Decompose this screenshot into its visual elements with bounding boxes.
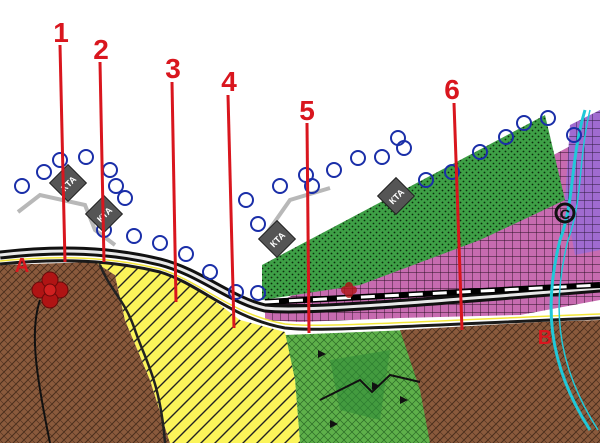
marker-label-2: 2 — [93, 34, 109, 65]
circle-ring-icon — [540, 110, 556, 126]
circle-ring-icon — [228, 284, 244, 300]
marker-label-1: 1 — [53, 17, 69, 48]
stream-line — [98, 264, 167, 443]
circle-ring-icon — [390, 130, 406, 146]
marker-line-6 — [452, 102, 464, 331]
circle-ring-icon — [78, 149, 94, 165]
circle-ring-icon — [350, 150, 366, 166]
zone-brown-right — [400, 320, 600, 443]
circle-ring-icon — [472, 144, 488, 160]
point-c-circle — [554, 202, 576, 224]
circle-ring-icon — [566, 127, 582, 143]
circle-ring-icon — [202, 264, 218, 280]
river — [549, 109, 592, 431]
road-edge-yellow — [0, 256, 600, 327]
marker-label-6: 6 — [444, 74, 460, 105]
marker-label-4: 4 — [221, 66, 237, 97]
circle-ring-icon — [326, 162, 342, 178]
marker-line-4 — [226, 94, 236, 329]
circle-ring-icon — [14, 178, 30, 194]
cross-flower-icon-small — [341, 282, 357, 298]
circle-ring-icon — [272, 178, 288, 194]
river-bank — [558, 109, 599, 431]
circle-ring-icon — [108, 178, 124, 194]
circle-ring-icon — [238, 192, 254, 208]
triangle-markers — [318, 350, 408, 428]
circle-ring-icon — [444, 164, 460, 180]
circle-ring-icon — [126, 228, 142, 244]
kta-sign-1 — [48, 163, 88, 203]
circle-ring-icon — [250, 216, 266, 232]
marker-label-3: 3 — [165, 53, 181, 84]
circle-ring-icon — [117, 190, 133, 206]
circle-ring-icon — [374, 149, 390, 165]
marker-line-1 — [58, 44, 67, 263]
zone-brown-left — [0, 262, 170, 443]
road-edge — [0, 259, 600, 331]
pipeline — [319, 373, 421, 401]
road-inner — [0, 249, 600, 311]
circle-ring-icon — [152, 235, 168, 251]
kta-sign-4 — [376, 176, 416, 216]
kta-sign-3 — [257, 219, 297, 259]
access-road-left — [16, 192, 117, 247]
circle-ring-icon — [178, 246, 194, 262]
marker-line-2 — [98, 61, 106, 263]
point-label-b: B — [538, 327, 552, 349]
marker-line-5 — [305, 122, 311, 334]
zone-green-dotted — [262, 115, 565, 300]
zone-dark-green — [330, 350, 390, 420]
zone-yellow — [95, 262, 300, 443]
circle-ring-icon — [250, 285, 266, 301]
circle-ring-icon — [304, 178, 320, 194]
marker-lines — [58, 44, 464, 334]
marker-label-5: 5 — [299, 95, 315, 126]
circle-ring-icon — [52, 152, 68, 168]
circle-ring-icon — [36, 164, 52, 180]
cross-flower-icon — [31, 271, 69, 309]
circle-ring-icon — [516, 115, 532, 131]
marker-line-3 — [170, 81, 178, 303]
stream-line-2 — [33, 299, 51, 443]
point-label-c: C — [560, 206, 570, 222]
circle-ring-icon — [498, 129, 514, 145]
circle-ring-icon — [418, 172, 434, 188]
point-label-a: A — [15, 255, 29, 277]
railway-dashes — [264, 283, 600, 304]
